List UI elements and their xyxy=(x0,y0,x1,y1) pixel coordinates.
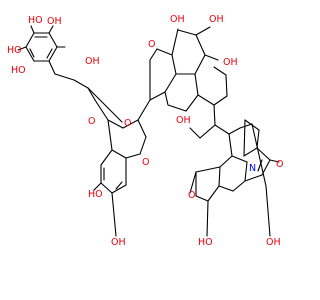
bond-line xyxy=(199,124,216,139)
bond-line xyxy=(171,54,177,75)
bond-line xyxy=(122,119,139,129)
bond-line xyxy=(115,181,123,190)
bond-line xyxy=(25,32,35,48)
atom-label-lactam-o: O xyxy=(276,159,283,170)
bond-line xyxy=(54,73,75,81)
atom-label-oh-a: OH xyxy=(170,14,185,25)
atom-label-oh-bottom-right: OH xyxy=(266,237,281,248)
bond-line xyxy=(48,46,58,62)
bond-line xyxy=(213,95,228,106)
bond-line xyxy=(177,29,197,36)
atom-label-ring-o-left: O xyxy=(142,157,149,168)
bond-line xyxy=(87,87,123,123)
molecule-structure-diagram: HO OH HO HO OH O O O HO OH O OH OH OH OH… xyxy=(7,14,283,248)
atom-label-oh-b: OH xyxy=(209,14,224,25)
atom-label-galloyl-ho-mid: HO xyxy=(28,15,43,26)
bond-line xyxy=(156,48,173,56)
bond-line xyxy=(228,127,241,135)
bond-line xyxy=(219,155,233,168)
bond-line xyxy=(243,147,258,157)
atom-label-ester-link-o: O xyxy=(124,118,131,129)
bond-line xyxy=(111,192,117,237)
atom-label-oh-bottom-left: OH xyxy=(111,237,126,248)
bond-line xyxy=(164,91,169,106)
bond-line xyxy=(25,46,35,62)
bond-line xyxy=(125,153,141,159)
atom-label-galloyl-top-oh: OH xyxy=(47,16,62,27)
bond-line xyxy=(207,185,220,202)
bond-line xyxy=(189,127,201,139)
bond-line xyxy=(46,48,53,59)
bond-line xyxy=(195,166,221,173)
bond-line xyxy=(243,119,246,157)
bond-line xyxy=(239,123,253,129)
bond-line xyxy=(269,159,280,163)
bond-line xyxy=(214,124,230,135)
bond-line xyxy=(257,159,263,172)
bond-line xyxy=(137,99,151,121)
atom-label-ketone-o: O xyxy=(148,39,155,50)
bond-line xyxy=(93,182,102,191)
bond-line xyxy=(244,174,263,182)
bond-line xyxy=(228,133,233,157)
atom-labels: HO OH HO HO OH O O O HO OH O OH OH OH OH… xyxy=(7,14,283,248)
bond-line xyxy=(251,123,267,187)
bond-line xyxy=(167,104,187,112)
bond-line xyxy=(265,185,271,237)
atom-label-ester-o: O xyxy=(88,116,95,127)
atom-label-galloyl-ho: HO xyxy=(11,65,26,76)
bond-line xyxy=(107,119,113,151)
atom-label-galloyl-ho-left: HO xyxy=(7,45,22,56)
bond-line xyxy=(213,104,216,126)
atom-label-ring-o-right: O xyxy=(188,190,195,201)
bond-line xyxy=(164,73,177,93)
bond-line xyxy=(48,32,58,48)
bond-lines xyxy=(17,25,280,237)
bond-line xyxy=(206,200,209,237)
bond-line xyxy=(195,34,206,56)
bond-line xyxy=(48,25,54,34)
bond-line xyxy=(195,195,209,202)
bond-line xyxy=(244,161,248,182)
atom-label-ho-bottom-left: HO xyxy=(88,189,103,200)
bond-line xyxy=(29,48,35,58)
bond-line xyxy=(139,136,147,155)
bond-line xyxy=(232,180,246,192)
bond-line xyxy=(107,119,124,129)
bond-line xyxy=(111,149,127,159)
atom-label-galloyl-oh-right: OH xyxy=(85,56,100,67)
bond-line xyxy=(256,129,260,149)
bond-line xyxy=(30,25,35,34)
bond-line xyxy=(87,87,96,101)
atom-label-ho-bottom-right: HO xyxy=(198,237,213,248)
bond-line xyxy=(185,94,199,112)
bond-line xyxy=(100,149,113,166)
bond-line xyxy=(149,91,166,101)
bond-line xyxy=(137,119,147,138)
bond-line xyxy=(189,171,197,194)
bond-line xyxy=(94,99,109,121)
bond-line xyxy=(17,46,27,51)
bond-line xyxy=(197,94,215,106)
bond-line xyxy=(73,79,89,89)
atom-label-lactam-n: N xyxy=(249,163,256,174)
bond-line xyxy=(48,60,56,75)
molecule-canvas: HO OH HO HO OH O O O HO OH O OH OH OH OH… xyxy=(7,14,283,248)
bond-line xyxy=(149,48,158,61)
bond-line xyxy=(213,66,227,76)
bond-line xyxy=(231,155,248,163)
bond-line xyxy=(218,166,221,187)
bond-line xyxy=(218,185,234,192)
bond-line xyxy=(171,28,179,56)
bond-line xyxy=(195,26,211,36)
bond-line xyxy=(194,73,199,96)
bond-line xyxy=(225,74,228,97)
bond-line xyxy=(256,147,271,161)
atom-label-oh-d: OH xyxy=(176,115,191,126)
bond-line xyxy=(204,54,219,61)
atom-label-oh-c: OH xyxy=(223,57,238,68)
bond-line xyxy=(100,182,113,194)
bond-line xyxy=(111,184,127,194)
bond-line xyxy=(194,54,206,75)
